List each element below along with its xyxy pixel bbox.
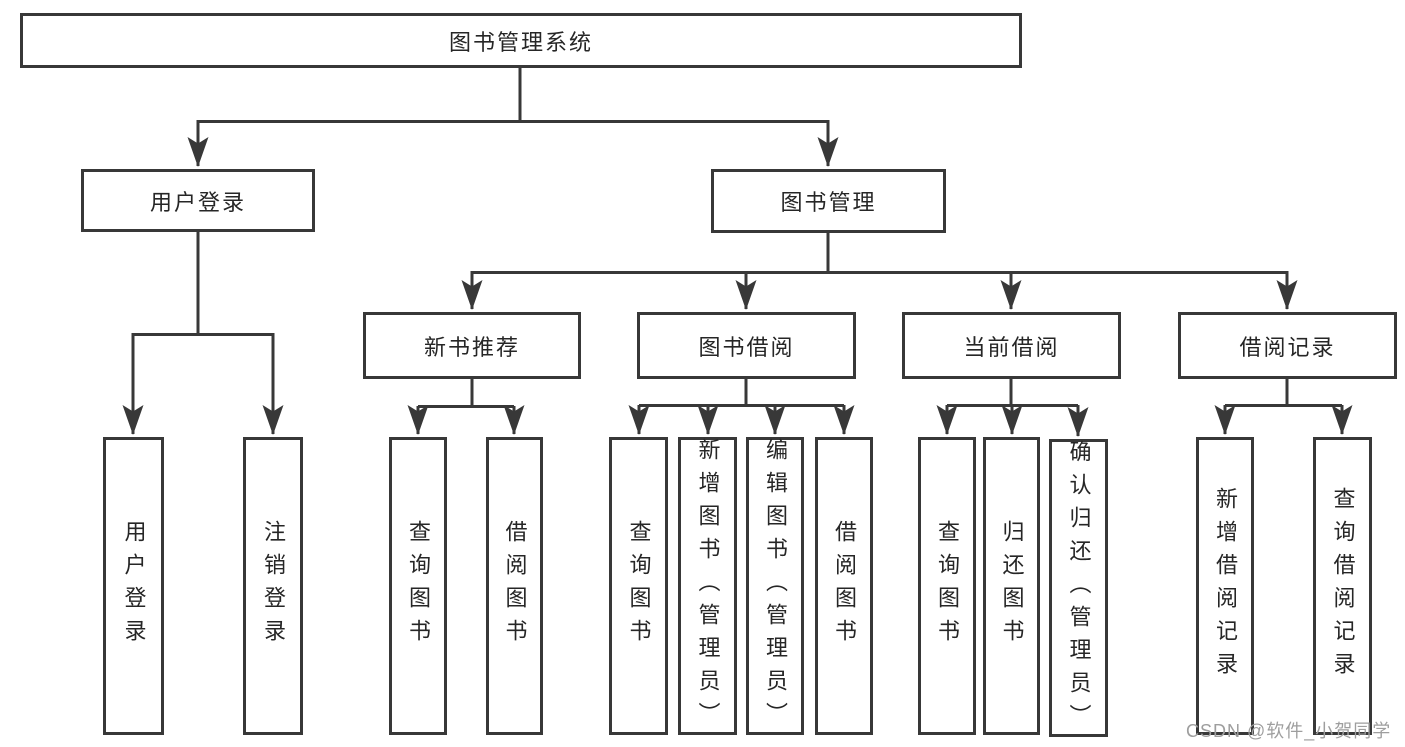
leaf-borrow-book: 借阅图书 (815, 437, 873, 735)
node-current-borrowing: 当前借阅 (902, 312, 1121, 379)
leaf-query-book-borrowing-label: 查询图书 (626, 520, 652, 652)
leaf-query-borrow-record-label: 查询借阅记录 (1330, 487, 1356, 685)
leaf-return-book: 归还图书 (983, 437, 1040, 735)
leaf-edit-book-admin-label: 编辑图书（管理员） (763, 437, 788, 735)
node-borrowing-records-label: 借阅记录 (1239, 334, 1336, 360)
leaf-logout: 注销登录 (243, 437, 303, 735)
node-user-login: 用户登录 (81, 169, 315, 232)
leaf-edit-book-admin: 编辑图书（管理员） (746, 437, 804, 735)
node-borrowing-records: 借阅记录 (1178, 312, 1397, 379)
node-library-system: 图书管理系统 (20, 13, 1022, 68)
node-book-borrowing-label: 图书借阅 (698, 334, 795, 360)
node-current-borrowing-label: 当前借阅 (963, 334, 1060, 360)
leaf-add-borrow-record-label: 新增借阅记录 (1213, 487, 1238, 685)
leaf-return-book-label: 归还图书 (999, 520, 1025, 652)
node-book-management-label: 图书管理 (780, 190, 877, 215)
leaf-user-login-label: 用户登录 (121, 520, 147, 652)
leaf-confirm-return-admin-label: 确认归还（管理员） (1066, 439, 1092, 737)
leaf-query-book-current: 查询图书 (918, 437, 976, 735)
leaf-add-borrow-record: 新增借阅记录 (1196, 437, 1254, 735)
node-library-system-label: 图书管理系统 (448, 29, 593, 55)
leaf-borrow-book-label: 借阅图书 (832, 520, 857, 652)
leaf-borrow-book-recommend: 借阅图书 (486, 437, 543, 735)
leaf-logout-label: 注销登录 (261, 520, 286, 652)
leaf-query-borrow-record: 查询借阅记录 (1313, 437, 1372, 735)
leaf-query-book-current-label: 查询图书 (935, 520, 960, 652)
node-book-borrowing: 图书借阅 (637, 312, 856, 379)
node-new-book-recommend-label: 新书推荐 (423, 334, 520, 360)
leaf-add-book-admin-label: 新增图书（管理员） (695, 437, 721, 735)
leaf-add-book-admin: 新增图书（管理员） (678, 437, 737, 735)
csdn-watermark: CSDN @软件_小贺同学 (1186, 721, 1392, 741)
leaf-query-book-recommend: 查询图书 (389, 437, 447, 735)
leaf-query-book-borrowing: 查询图书 (609, 437, 668, 735)
node-new-book-recommend: 新书推荐 (363, 312, 581, 379)
node-book-management: 图书管理 (711, 169, 946, 233)
leaf-borrow-book-recommend-label: 借阅图书 (502, 520, 528, 652)
node-user-login-label: 用户登录 (149, 189, 246, 215)
leaf-confirm-return-admin: 确认归还（管理员） (1049, 439, 1108, 737)
leaf-user-login: 用户登录 (103, 437, 164, 735)
leaf-query-book-recommend-label: 查询图书 (406, 520, 431, 652)
